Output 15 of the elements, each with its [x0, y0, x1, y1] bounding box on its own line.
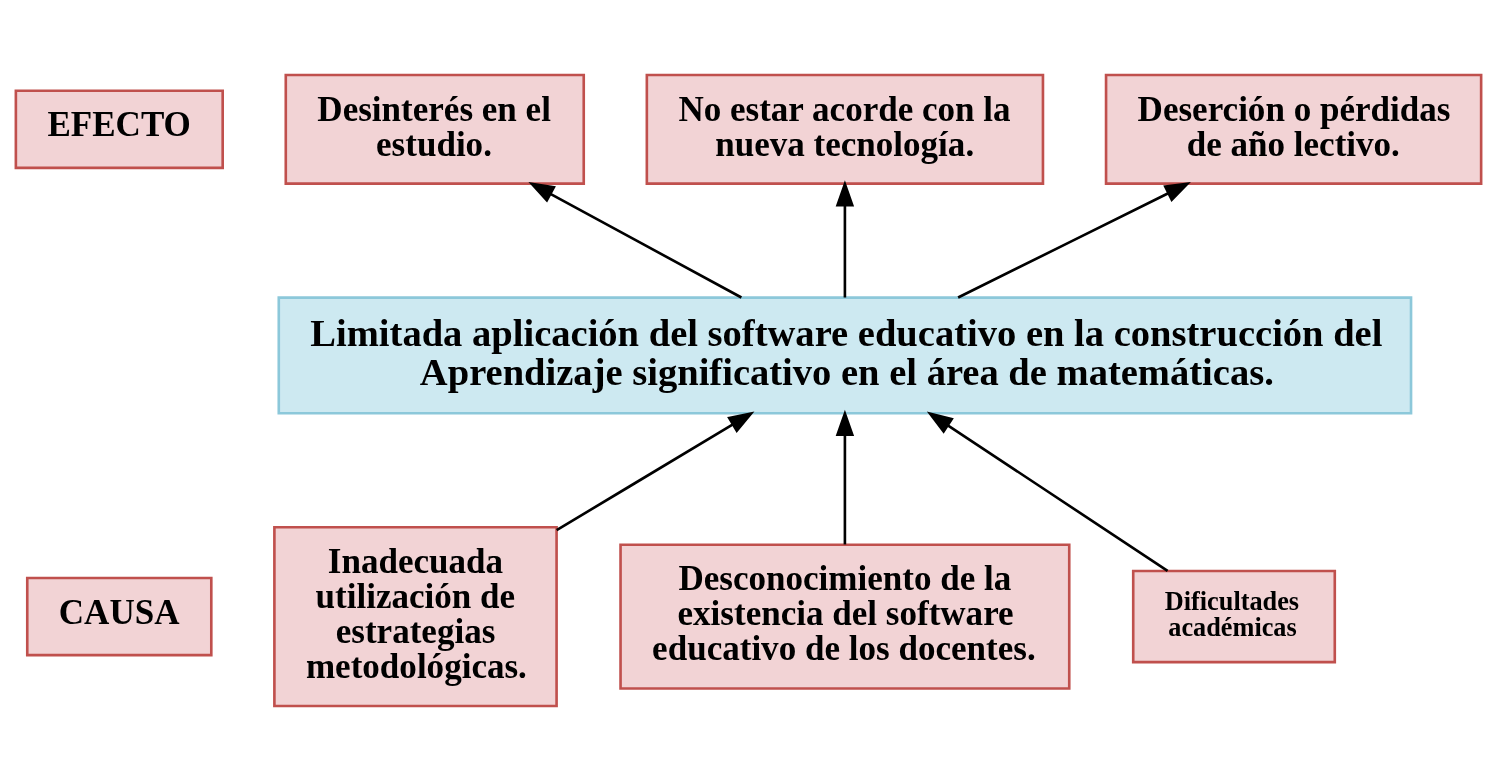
arrow [528, 181, 743, 299]
node-box: Desconocimiento de la existencia del software educativo de los docentes. [619, 543, 1071, 690]
node-box: Inadecuada utilización de estrategias metodológicas. [273, 525, 558, 708]
node-box: Deserción o pérdidas de año lectivo. [1104, 73, 1483, 185]
node-box: No estar acorde con la nueva tecnología. [645, 73, 1045, 185]
node-box: Limitada aplicación del software educativo en la construcción del Aprendizaje significativo en el área de matemáticas. [277, 296, 1413, 415]
arrow [926, 411, 1169, 572]
node-box: CAUSA [25, 576, 213, 657]
arrow [556, 411, 755, 532]
node-box: EFECTO [14, 89, 224, 170]
arrow [957, 182, 1191, 299]
arrow [835, 409, 855, 545]
node-box: Dificultades académicas [1131, 569, 1337, 664]
arrow [835, 180, 855, 298]
node-box: Desinterés en el estudio. [284, 73, 586, 185]
